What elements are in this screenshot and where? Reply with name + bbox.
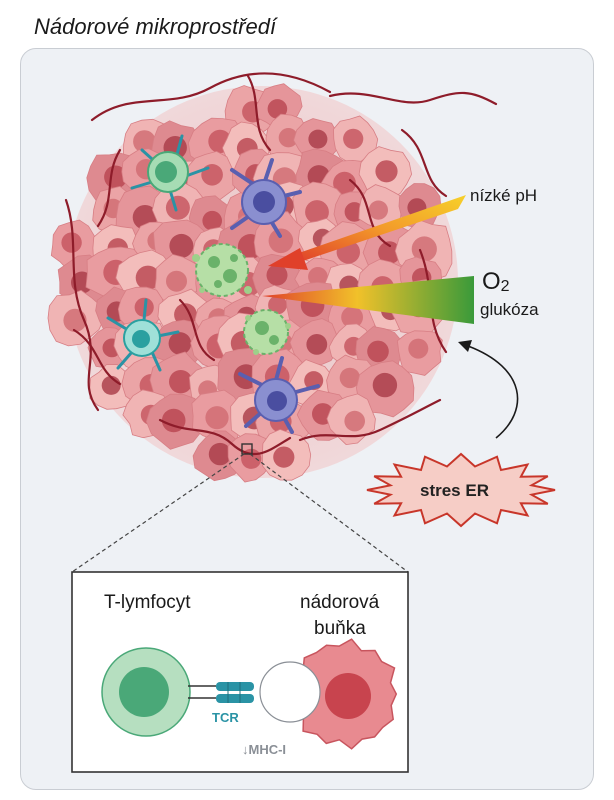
t-cell-top xyxy=(130,134,210,212)
tcr-label: TCR xyxy=(212,710,239,725)
tumor-cell-nucleus xyxy=(169,233,194,258)
inset-tcr-receptor xyxy=(216,682,254,703)
t-cell-label: T-lymfocyt xyxy=(104,592,191,613)
tumor-cell-nucleus xyxy=(278,128,299,148)
low-ph-label: nízké pH xyxy=(470,186,538,205)
tumor-mass xyxy=(47,83,458,483)
tumor-cell-nucleus xyxy=(333,171,356,195)
inset-tumor-cell xyxy=(259,638,398,750)
tumor-cells xyxy=(47,83,453,483)
tumor-cell-label-line2: buňka xyxy=(314,618,366,639)
tumor-cell-nucleus xyxy=(169,370,193,394)
tumor-cell-nucleus xyxy=(268,228,294,254)
tumor-cell-nucleus xyxy=(411,236,437,262)
low-ph-arrow xyxy=(268,195,466,270)
tumor-cell-nucleus xyxy=(378,241,401,264)
tumor-cell-nucleus xyxy=(305,200,329,224)
oxygen-subscript: 2 xyxy=(500,278,510,295)
dendritic-cell-top xyxy=(230,158,302,238)
mhc-label: ↓MHC-I xyxy=(242,742,287,757)
tumor-cell-nucleus xyxy=(375,160,398,183)
tumor-cell-nucleus xyxy=(339,367,361,389)
oxygen-glucose-gradient xyxy=(262,276,474,324)
tumor-cell-label-line1: nádorová xyxy=(300,592,380,613)
tumor-cell-nucleus xyxy=(268,295,287,315)
tumor-cell-nucleus xyxy=(343,128,364,149)
zoom-indicator xyxy=(71,443,409,573)
tumor-cell-nucleus xyxy=(133,130,156,153)
dying-t-cell-lower xyxy=(243,309,291,355)
tumor-cell-nucleus xyxy=(372,372,398,398)
dendritic-cell-bottom xyxy=(238,356,320,434)
tumor-cell-nucleus xyxy=(341,306,363,329)
er-stress-label: stres ER xyxy=(420,481,489,500)
tumor-cell-nucleus xyxy=(61,232,82,253)
tumor-cell-nucleus xyxy=(306,334,328,355)
glucose-label: glukóza xyxy=(480,300,539,319)
er-stress-arrow xyxy=(458,340,519,439)
tumor-cell-nucleus xyxy=(135,265,161,290)
dying-t-cell-center xyxy=(192,243,252,297)
tumor-cell-nucleus xyxy=(266,264,288,286)
er-stress-burst xyxy=(366,452,556,528)
tumor-cell-nucleus xyxy=(344,410,366,432)
tumor-cell-nucleus xyxy=(273,446,295,468)
tumor-cell-nucleus xyxy=(205,406,229,430)
tumor-cell-nucleus xyxy=(308,129,328,149)
tumor-cell-nucleus xyxy=(201,164,223,186)
t-cell-left xyxy=(106,298,180,372)
tumor-cell-nucleus xyxy=(168,332,192,355)
tumor-cell-nucleus xyxy=(368,200,388,220)
oxygen-symbol: O xyxy=(482,268,501,295)
blood-vessels xyxy=(64,72,498,456)
tumor-cell-nucleus xyxy=(267,99,288,119)
tumor-cell-nucleus xyxy=(166,270,187,292)
diagram-title: Nádorové mikroprostředí xyxy=(34,14,277,39)
tumor-cell-nucleus xyxy=(367,340,389,363)
tumor-cell-nucleus xyxy=(208,442,232,466)
inset-t-cell xyxy=(101,647,216,737)
tumor-cell-nucleus xyxy=(308,267,328,287)
tumor-cell-nucleus xyxy=(202,210,222,231)
tumor-cell-nucleus xyxy=(165,195,190,220)
tumor-cell-nucleus xyxy=(408,338,429,359)
oxygen-label: O2 xyxy=(482,268,510,296)
